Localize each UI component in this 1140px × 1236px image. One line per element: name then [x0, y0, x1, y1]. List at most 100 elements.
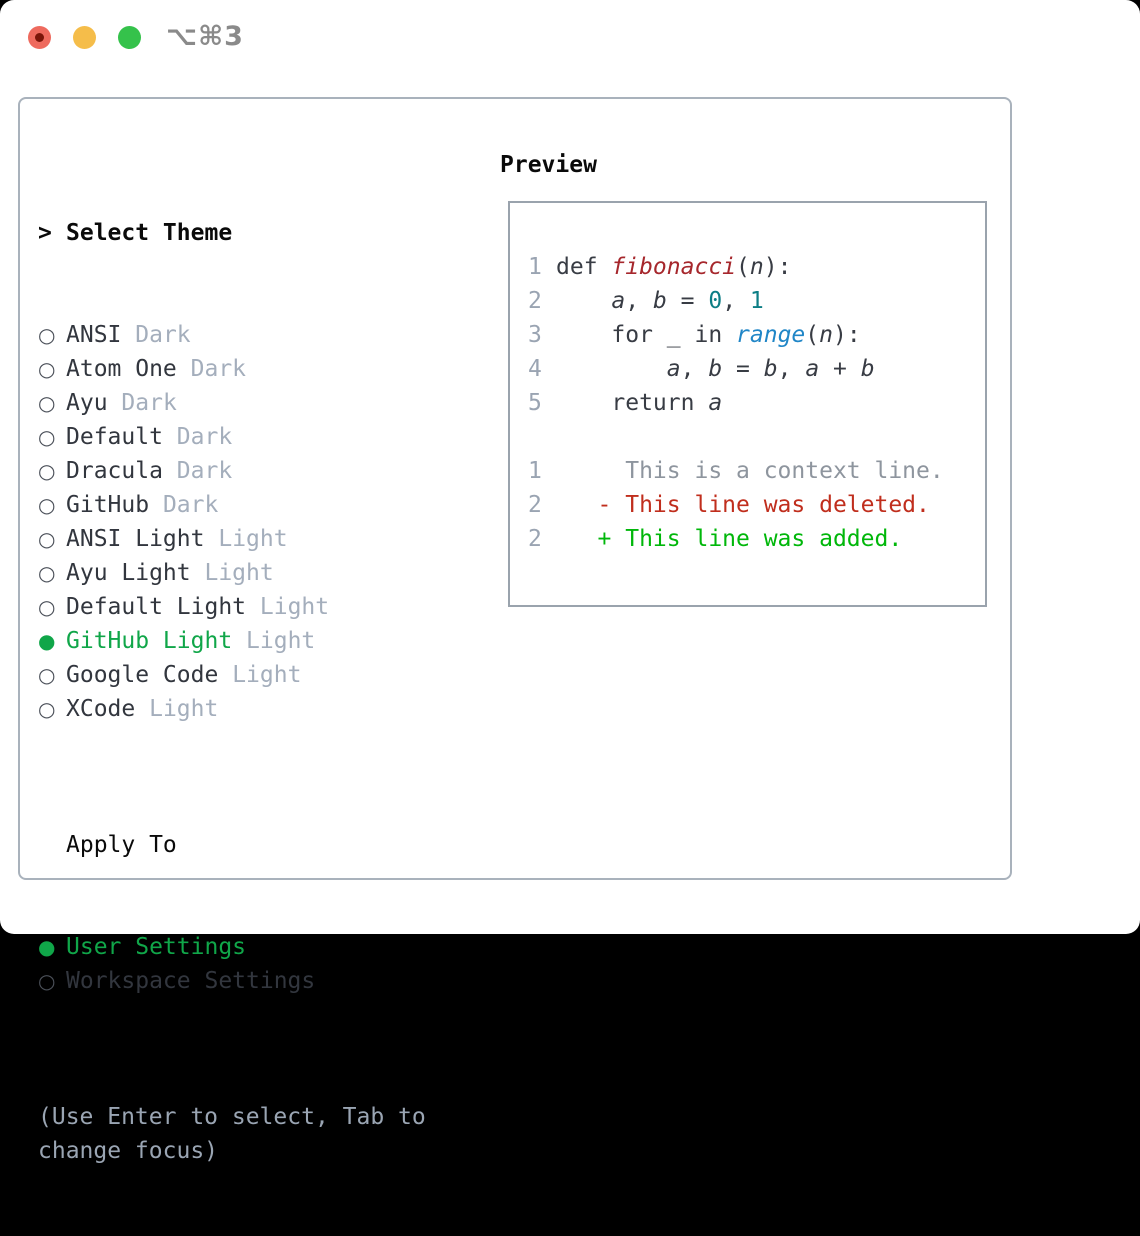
diff-line: 2 - This line was deleted. [528, 488, 985, 522]
radio-icon: ○ [38, 459, 56, 483]
theme-option-xcode[interactable]: ○XCode Light [38, 692, 458, 726]
apply-option-workspace-settings[interactable]: ○Workspace Settings [38, 964, 458, 998]
code-token [556, 288, 611, 314]
code-token: in [694, 322, 737, 348]
line-number: 2 [528, 526, 542, 552]
theme-name: Dracula [66, 458, 163, 484]
select-theme-header-label: Select Theme [66, 220, 233, 246]
code-line: 2 a, b = 0, 1 [528, 284, 985, 318]
theme-name: Ayu [66, 390, 108, 416]
theme-name: Ayu Light [66, 560, 191, 586]
radio-icon: ○ [38, 357, 56, 381]
code-token: n [819, 322, 834, 348]
theme-name: ANSI Light [66, 526, 205, 552]
preview-gap [528, 420, 985, 454]
code-token: b [860, 356, 875, 382]
code-token: This is a context line. [556, 458, 944, 484]
radio-icon: ○ [38, 663, 56, 687]
selected-radio-icon: ● [38, 935, 56, 959]
preview-header: Preview [500, 152, 597, 178]
code-token: - This line was deleted. [597, 492, 930, 518]
theme-name: GitHub Light [66, 628, 233, 654]
theme-option-ansi[interactable]: ○ ANSI Dark [38, 318, 458, 352]
theme-variant-badge: Dark [135, 322, 191, 348]
code-token: a [666, 356, 681, 382]
line-number: 4 [528, 356, 542, 382]
theme-option-atom-one[interactable]: ○ Atom One Dark [38, 352, 458, 386]
radio-icon: ○ [38, 595, 56, 619]
line-number: 2 [528, 492, 542, 518]
theme-variant-badge: Light [259, 594, 330, 620]
code-token: ( [736, 254, 750, 280]
help-text: (Use Enter to select, Tab to change focu… [38, 1104, 426, 1164]
code-token: a [805, 356, 820, 382]
apply-option-user-settings[interactable]: ●User Settings [38, 930, 458, 964]
diff-line: 2 + This line was added. [528, 522, 985, 556]
theme-option-dracula[interactable]: ○ Dracula Dark [38, 454, 458, 488]
theme-picker-panel: >Select Theme ○ANSI Dark○Atom One Dark○A… [18, 97, 1012, 1164]
theme-variant-badge: Light [232, 662, 302, 688]
theme-name: GitHub [66, 492, 150, 518]
minimize-button[interactable] [73, 26, 96, 49]
window-title: ⌥⌘3 [166, 21, 244, 52]
theme-option-github-light[interactable]: ●GitHub Light Light [38, 624, 458, 658]
code-token: b [652, 288, 667, 314]
code-token: b [708, 356, 723, 382]
code-token: 0 [708, 288, 723, 314]
diff-preview: 1 This is a context line. 2 - This line w… [528, 454, 985, 556]
code-token: , [722, 288, 750, 314]
radio-icon: ○ [38, 493, 56, 517]
line-number: 1 [528, 254, 542, 280]
theme-variant-badge: Light [204, 560, 274, 586]
code-token: + [819, 356, 861, 382]
code-token: return [611, 390, 709, 416]
code-token: , [625, 288, 653, 314]
code-token: , [680, 356, 709, 382]
line-number: 3 [528, 322, 542, 348]
theme-option-default-light[interactable]: ○ Default Light Light [38, 590, 458, 624]
radio-icon: ○ [38, 527, 56, 551]
theme-option-github[interactable]: ○ GitHub Dark [38, 488, 458, 522]
code-token: a [611, 288, 626, 314]
radio-icon: ○ [38, 425, 56, 449]
code-token: a [708, 390, 723, 416]
theme-list: ○ANSI Dark○Atom One Dark○Ayu Dark○Defaul… [38, 318, 458, 726]
apply-to-header-label: Apply To [66, 832, 177, 858]
theme-name: Default Light [66, 594, 247, 620]
zoom-button[interactable] [118, 26, 141, 49]
title-bar: ⌥⌘3 [0, 0, 1140, 75]
theme-option-ayu-light[interactable]: ○Ayu Light Light [38, 556, 458, 590]
close-button[interactable] [28, 26, 51, 49]
focus-caret-icon: > [38, 220, 52, 246]
theme-variant-badge: Light [218, 526, 288, 552]
radio-icon: ○ [38, 697, 56, 721]
line-number: 1 [528, 458, 542, 484]
theme-variant-badge: Dark [176, 458, 233, 484]
code-token [556, 322, 611, 348]
apply-to-header: Apply To [38, 828, 458, 862]
code-token [556, 526, 598, 552]
theme-variant-badge: Dark [162, 492, 219, 518]
code-token: = [666, 288, 709, 314]
theme-variant-badge: Dark [121, 390, 177, 416]
theme-name: ANSI [66, 322, 122, 348]
theme-name: Default [66, 424, 163, 450]
theme-option-google-code[interactable]: ○Google Code Light [38, 658, 458, 692]
radio-icon: ○ [38, 323, 56, 347]
theme-variant-badge: Dark [176, 424, 233, 450]
theme-name: Atom One [66, 356, 177, 382]
radio-icon: ○ [38, 969, 56, 993]
theme-variant-badge: Dark [190, 356, 247, 382]
code-token: fibonacci [611, 254, 737, 280]
code-line: 3 for _ in range(n): [528, 318, 985, 352]
theme-option-ansi-light[interactable]: ○ ANSI Light Light [38, 522, 458, 556]
line-number: 5 [528, 390, 542, 416]
code-token: _ [666, 322, 681, 348]
code-token: , [777, 356, 806, 382]
theme-option-ayu[interactable]: ○Ayu Dark [38, 386, 458, 420]
theme-option-default[interactable]: ○ Default Dark [38, 420, 458, 454]
code-token: ( [805, 322, 820, 348]
selected-radio-icon: ● [38, 629, 56, 653]
